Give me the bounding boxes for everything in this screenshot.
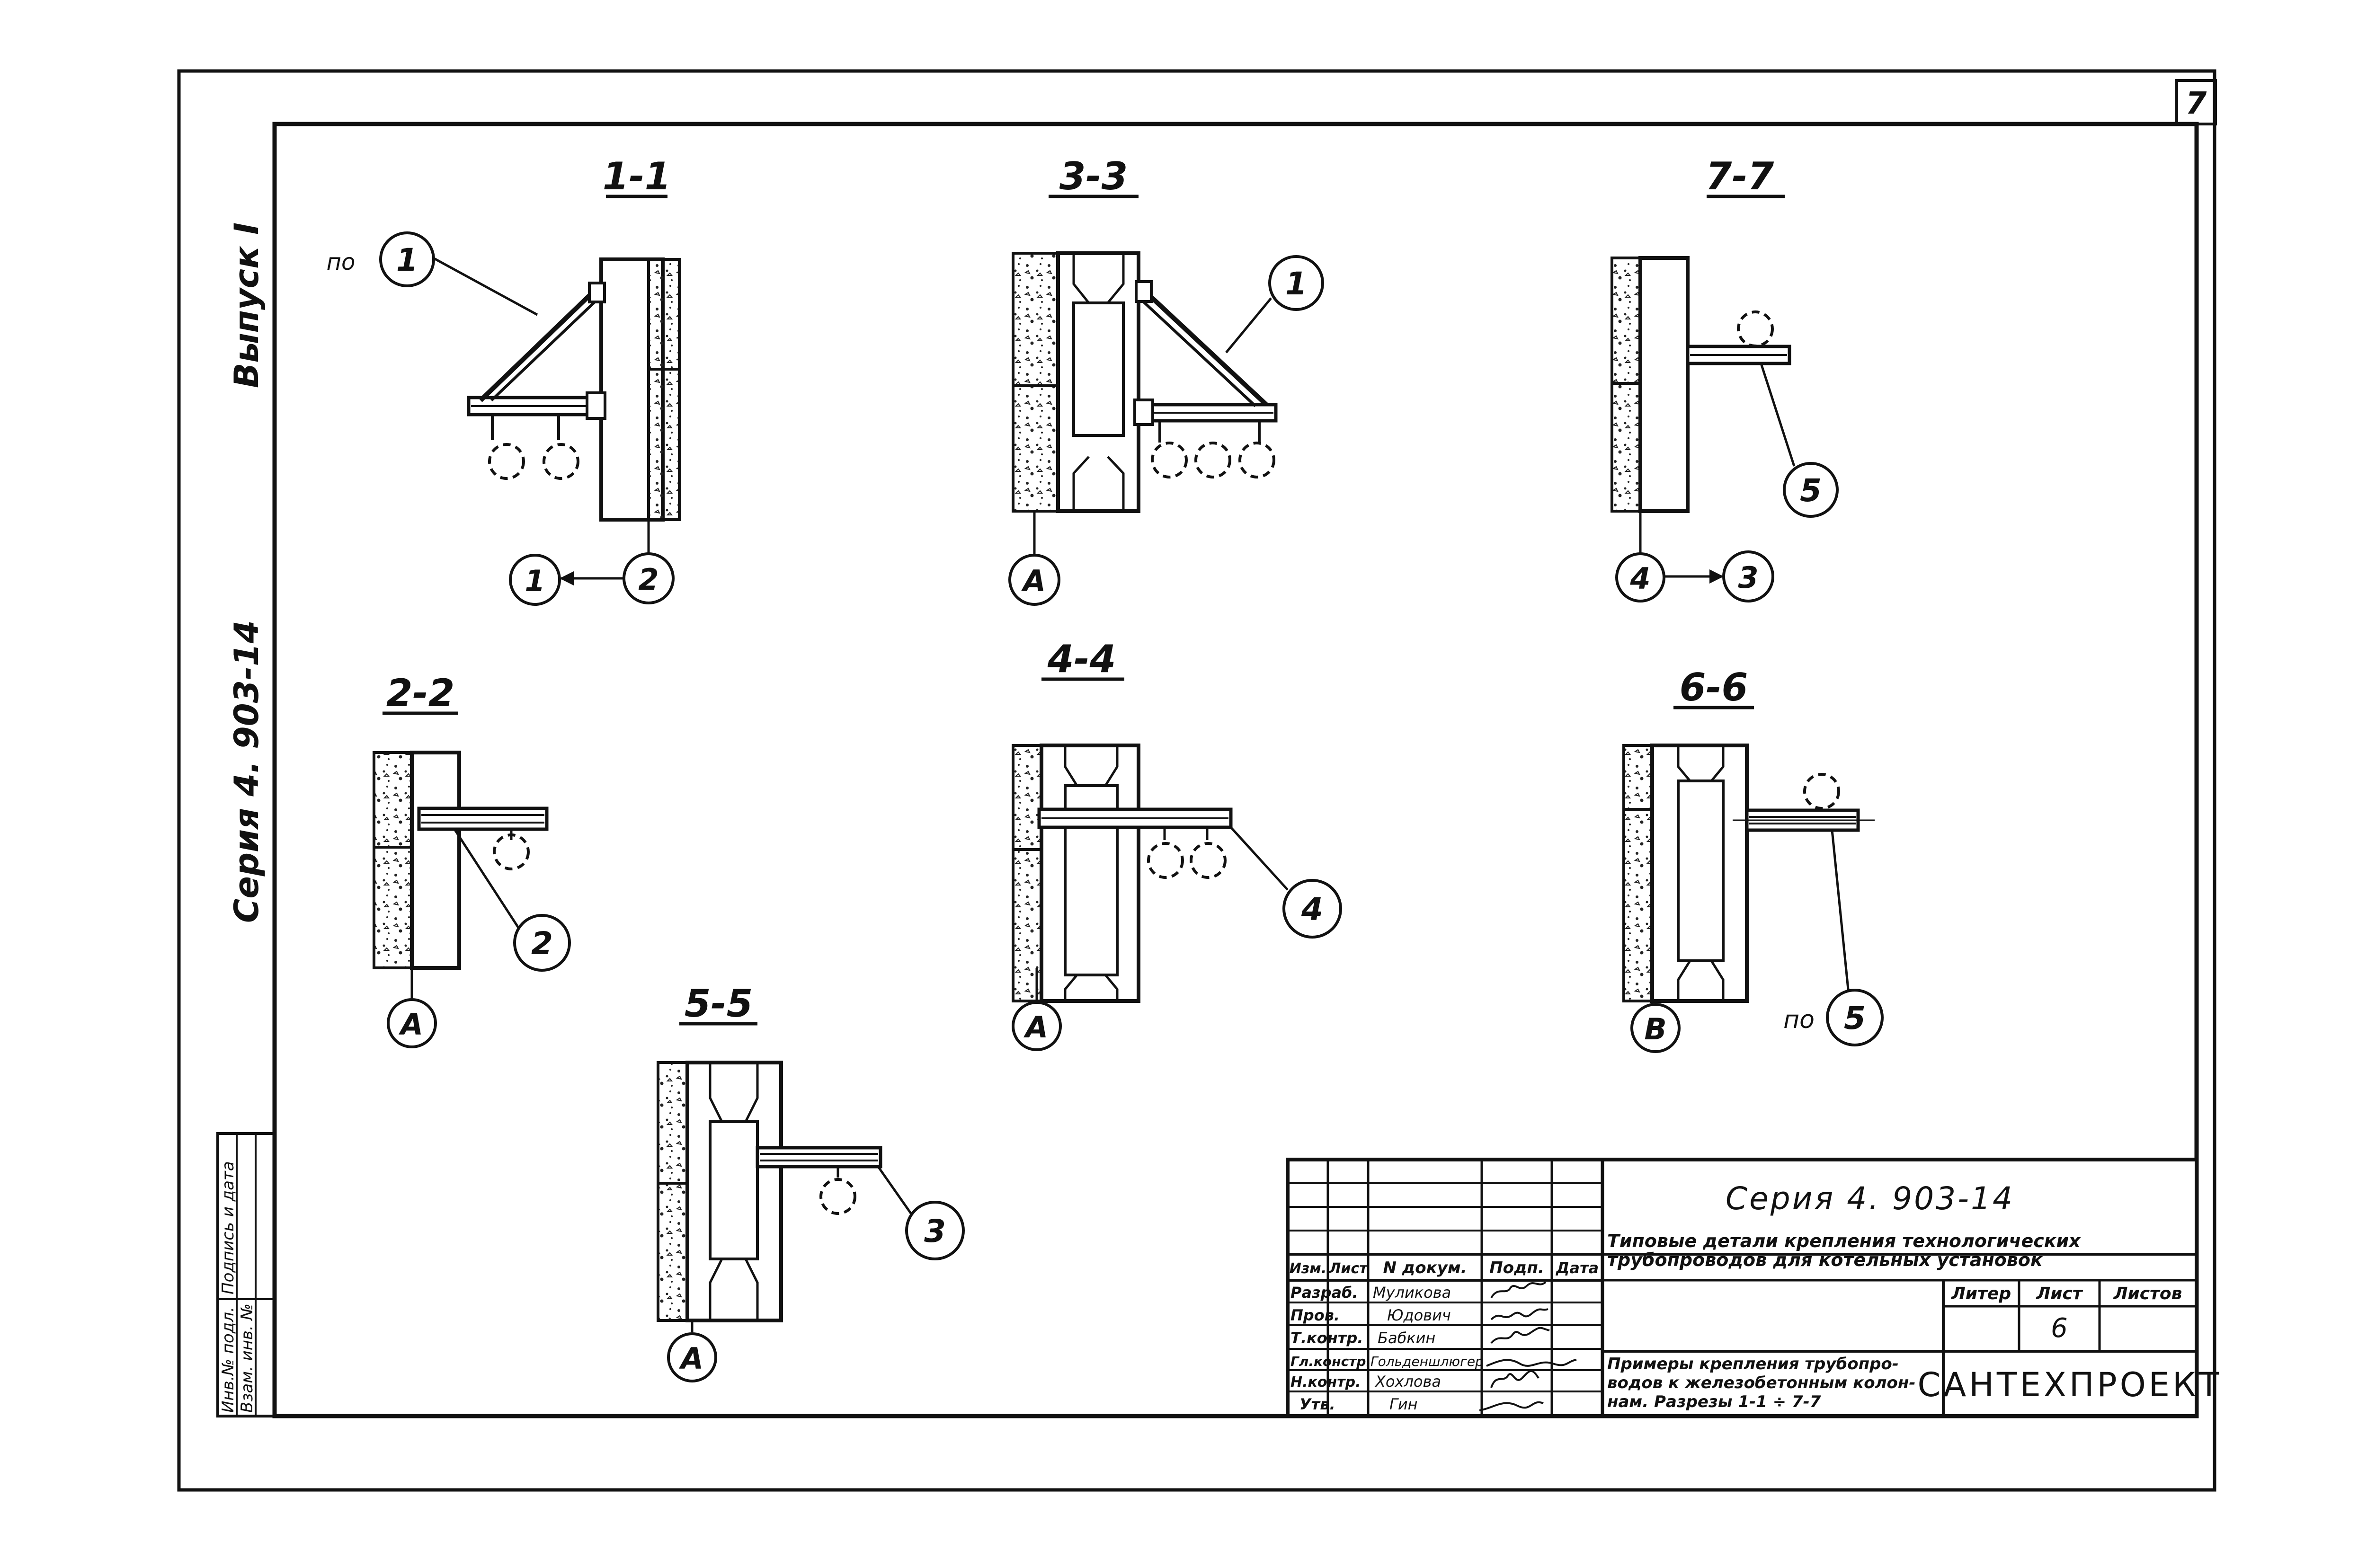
outer-frame [177, 69, 2216, 1492]
axis-mark: 1 [525, 564, 545, 598]
section-title: 5-5 [685, 982, 753, 1026]
axis-mark: А [678, 1341, 703, 1376]
callout-number: 3 [924, 1213, 946, 1249]
section-6-6: 6-6 5 по В [1622, 665, 1884, 1053]
col-ndoc: N докум. [1383, 1258, 1467, 1277]
section-7-7: 7-7 5 4 3 [1611, 154, 1839, 602]
drawing-title-line-3: нам. Разрезы 1-1 ÷ 7-7 [1607, 1392, 1821, 1411]
drawing-title-line-1: Примеры крепления трубопро- [1607, 1355, 1899, 1373]
inner-frame [272, 122, 2199, 1418]
section-5-5: 5-5 3 А [657, 982, 965, 1382]
side-stamp-inv: Инв.№ подл. [219, 1307, 238, 1413]
side-issue-label: Выпуск I [227, 222, 266, 388]
axis-mark: 2 [638, 562, 658, 597]
col-sign: Подп. [1489, 1258, 1544, 1277]
role: Н.контр. [1290, 1374, 1361, 1391]
side-series-label: Серия 4. 903-14 [227, 620, 266, 923]
sheet-number: 6 [2051, 1313, 2068, 1344]
axis-mark: А [398, 1007, 423, 1042]
person-name: Юдович [1387, 1306, 1451, 1324]
section-title: 4-4 [1047, 637, 1116, 681]
callout-number: 1 [1285, 266, 1307, 302]
role: Пров. [1290, 1306, 1340, 1324]
callout-prefix: по [327, 249, 356, 275]
litera-label: Литер [1951, 1284, 2011, 1303]
axis-mark: В [1644, 1012, 1666, 1046]
callout-number: 4 [1301, 891, 1323, 928]
organization-name: САНТЕХПРОЕКТ [1918, 1365, 2222, 1404]
person-name: Хохлова [1374, 1373, 1441, 1391]
page-number: 7 [2186, 86, 2207, 121]
project-title-line-1: Типовые детали крепления технологических [1607, 1231, 2081, 1251]
section-title: 6-6 [1680, 665, 1748, 709]
section-title: 2-2 [386, 671, 455, 715]
callout-number: 5 [1844, 1000, 1866, 1036]
title-series: Серия 4. 903-14 [1726, 1180, 2014, 1217]
drawing-title-line-2: водов к железобетонным колон- [1607, 1373, 1915, 1392]
side-stamp-sign: Подпись и дата [219, 1161, 238, 1294]
col-izm: Изм. [1290, 1260, 1326, 1277]
section-title: 7-7 [1706, 154, 1774, 198]
side-stamp-replace: Взам. инв. № [238, 1303, 257, 1413]
section-3-3: 3-3 1 А [1008, 154, 1324, 606]
section-title: 3-3 [1059, 154, 1128, 198]
role: Т.контр. [1290, 1329, 1363, 1347]
section-4-4: 4-4 4 А [1012, 637, 1342, 1051]
axis-mark: 3 [1738, 560, 1758, 595]
sheets-label: Листов [2113, 1284, 2182, 1303]
signatures [1479, 1281, 1577, 1411]
role: Гл.констр. [1290, 1354, 1371, 1369]
page-number-box [2175, 79, 2217, 125]
section-2-2: 2-2 2 А [373, 671, 571, 1048]
callout-number: 5 [1800, 472, 1822, 509]
role: Разраб. [1290, 1284, 1358, 1302]
axis-mark: 4 [1629, 561, 1650, 596]
callout-prefix: по [1783, 1006, 1815, 1034]
sheet-label: Лист [2036, 1284, 2083, 1303]
role: Утв. [1299, 1395, 1335, 1413]
person-name: Гин [1389, 1395, 1418, 1413]
section-title: 1-1 [603, 154, 671, 198]
project-title-line-2: трубопроводов для котельных установок [1607, 1249, 2043, 1270]
section-1-1: 1-1 1 по 2 1 [327, 154, 681, 606]
axis-mark: А [1023, 1010, 1048, 1045]
col-date: Дата [1556, 1259, 1599, 1277]
side-stamp: Инв.№ подл. Подпись и дата Взам. инв. № [216, 1132, 276, 1417]
person-name: Гольденшлюгер [1370, 1354, 1484, 1369]
axis-mark: А [1021, 564, 1046, 598]
callout-number: 1 [396, 242, 418, 278]
person-name: Муликова [1373, 1284, 1451, 1302]
col-list: Лист [1328, 1260, 1368, 1277]
person-name: Бабкин [1378, 1329, 1435, 1347]
callout-number: 2 [531, 925, 553, 962]
title-block: Серия 4. 903-14 Изм. Лист N докум. Подп.… [1286, 1158, 2222, 1418]
